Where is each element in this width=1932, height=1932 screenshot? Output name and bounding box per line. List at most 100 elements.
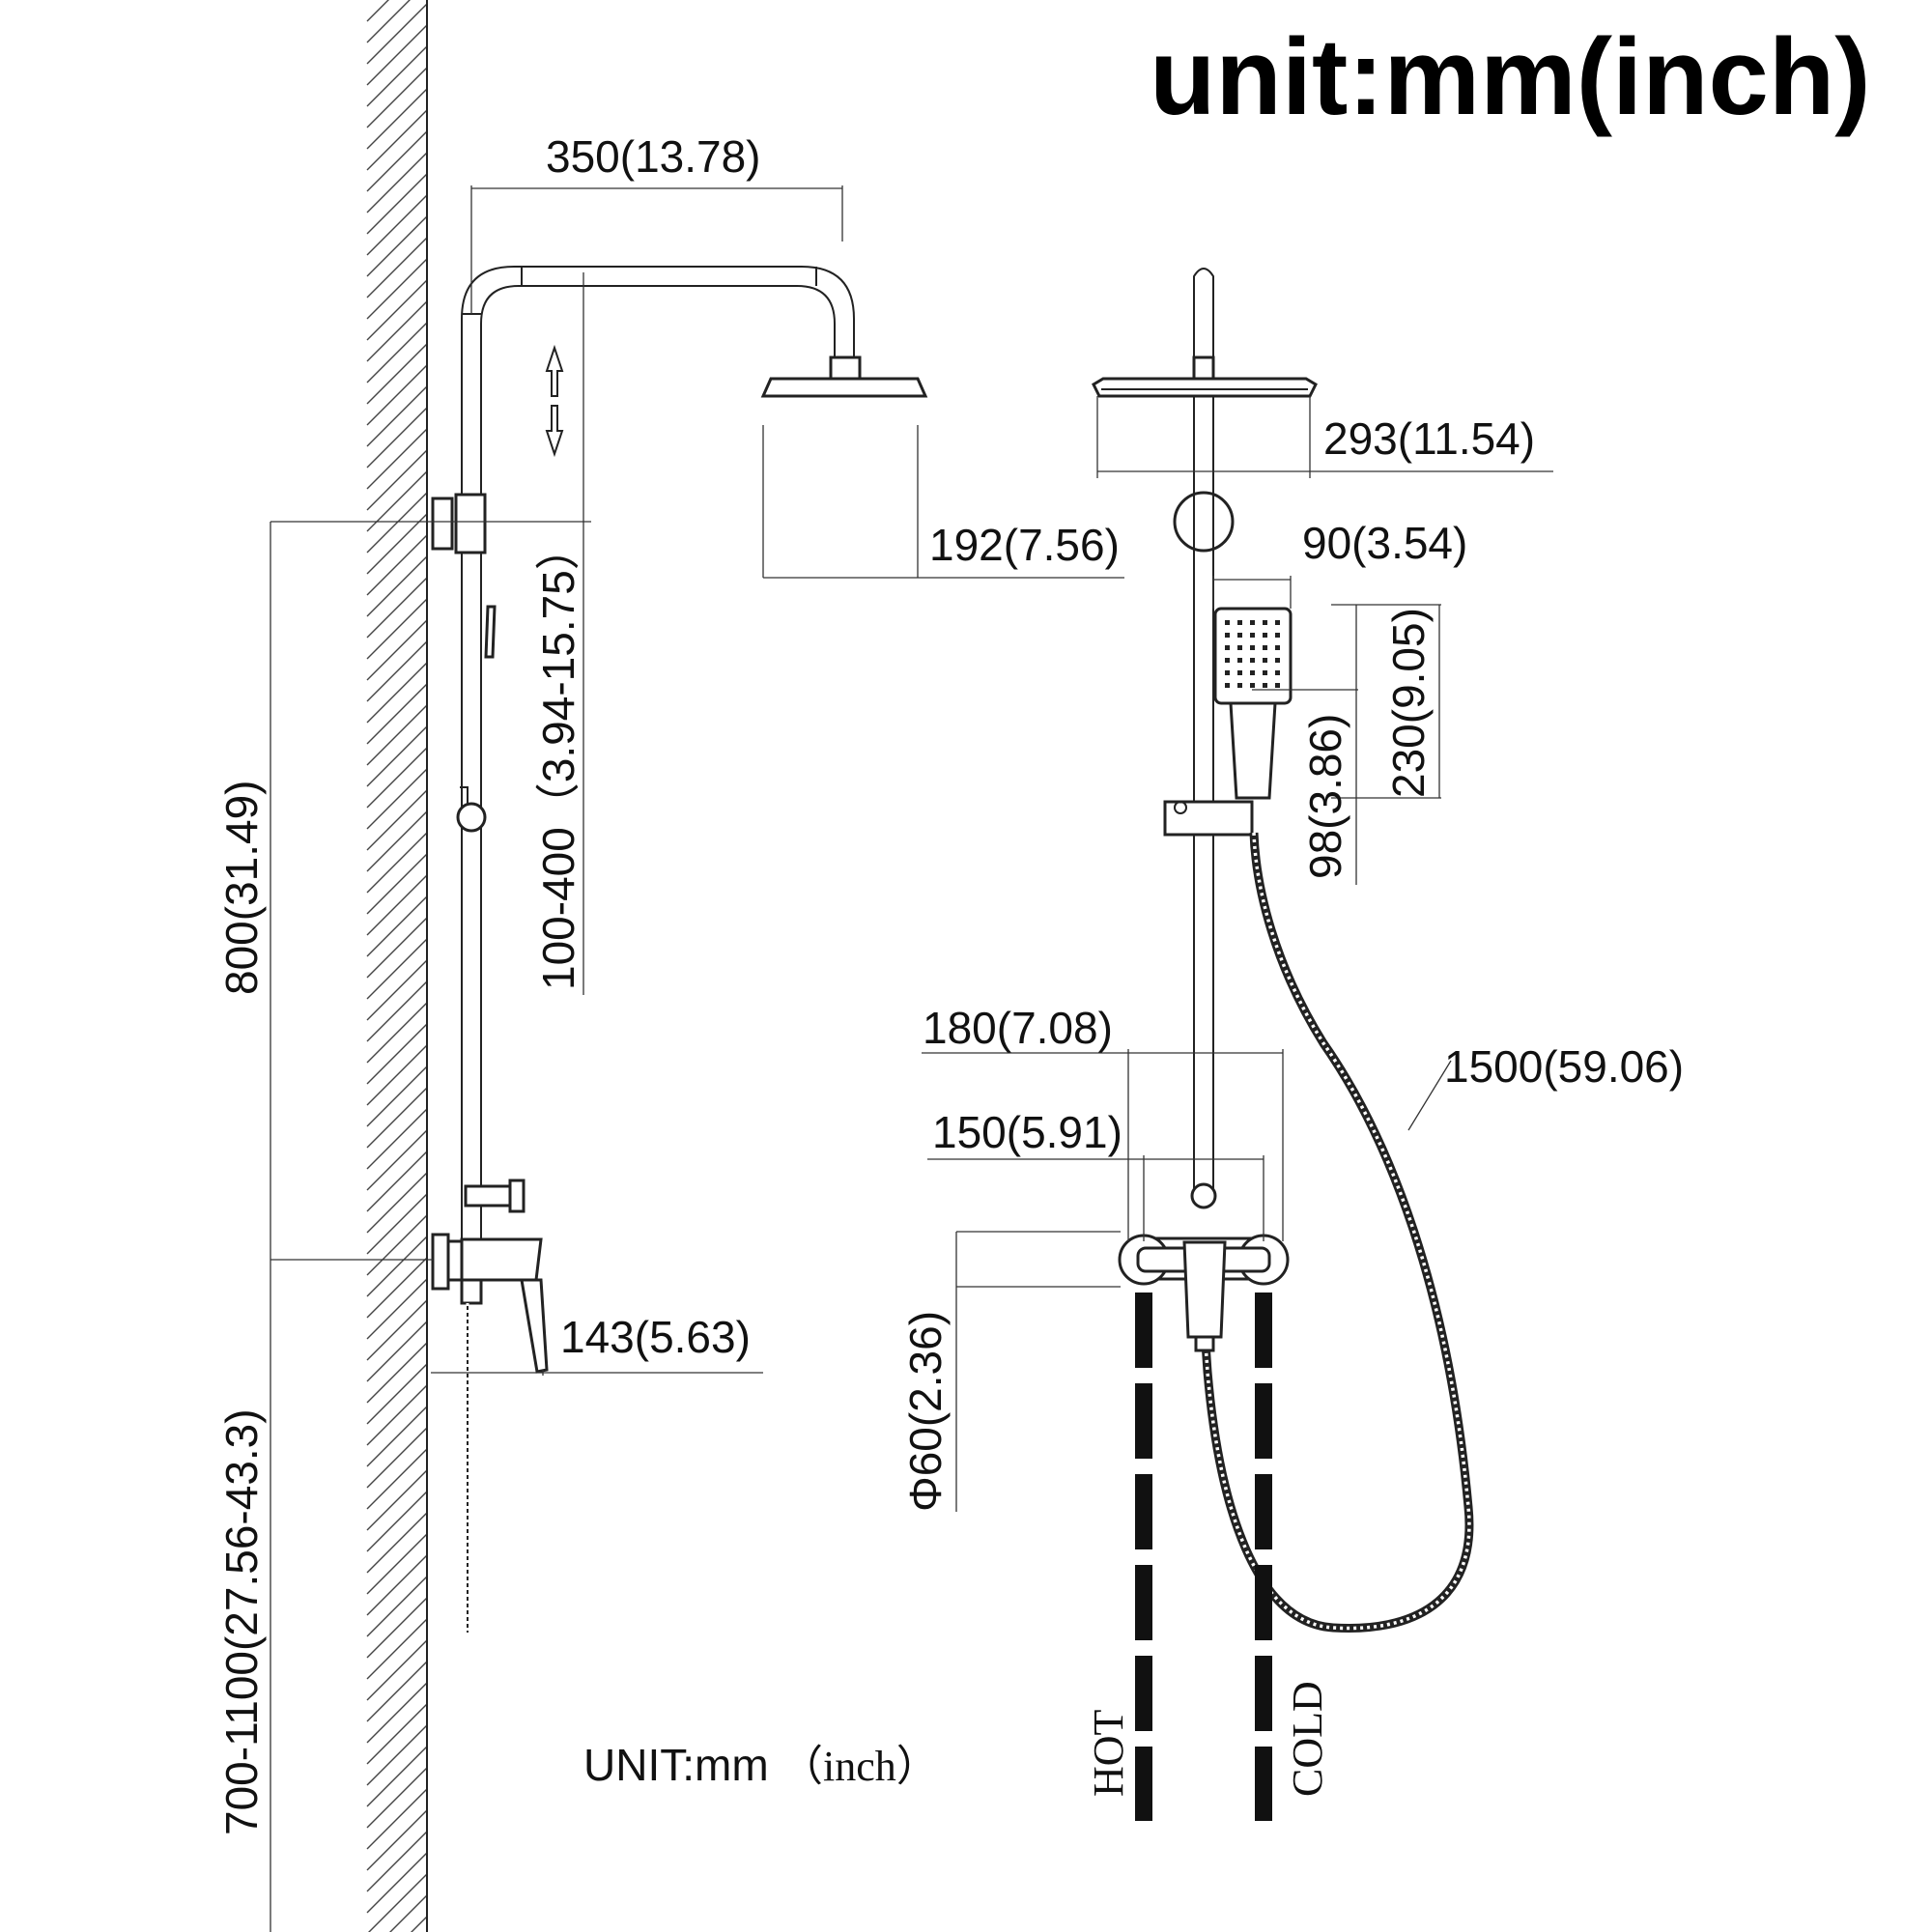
hatch-line: [366, 1661, 428, 1722]
front-head-connector: [1192, 355, 1215, 383]
hatch-line: [366, 555, 428, 617]
hatch-line: [366, 1236, 428, 1297]
unit-note: UNIT:mm: [583, 1740, 769, 1790]
hatch-line: [366, 853, 428, 915]
mixer-nut: [446, 1239, 464, 1282]
hatch-line: [366, 364, 428, 426]
hatch-line: [366, 768, 428, 830]
nozzle: [1250, 683, 1255, 688]
hatch-line: [366, 152, 428, 213]
hatch-line: [366, 1746, 428, 1807]
hatch-line: [366, 1257, 428, 1319]
hatch-line: [389, 1894, 428, 1932]
nozzle: [1275, 670, 1280, 675]
wall-hatching: [366, 0, 428, 1932]
hose-front: [1201, 832, 1474, 1634]
hatch-line: [366, 45, 428, 107]
hot-label: HOT: [1085, 1709, 1132, 1797]
nozzle: [1225, 633, 1230, 638]
hatch-line: [411, 1916, 428, 1932]
riser-top-cap: [1193, 268, 1214, 319]
hatch-line: [366, 683, 428, 745]
hatch-line: [366, 0, 411, 43]
hand-shower-side: [484, 605, 497, 659]
hatch-line: [366, 1852, 428, 1914]
hatch-line: [366, 0, 389, 22]
nozzle: [1225, 620, 1230, 625]
front-rain-head: [1092, 377, 1318, 398]
hatch-line: [366, 747, 428, 809]
front-view: HOT COLD 293(11.54) 192(7.56) 90(3.54) 2…: [762, 268, 1684, 1821]
hatch-line: [366, 959, 428, 1021]
nozzle: [1237, 633, 1242, 638]
nozzle: [1237, 683, 1242, 688]
hatch-line: [366, 109, 428, 171]
hatch-line: [366, 1299, 428, 1361]
hatch-line: [366, 1809, 428, 1871]
hatch-line: [366, 1554, 428, 1616]
nozzle: [1275, 658, 1280, 663]
hatch-line: [366, 130, 428, 192]
hose-connector: [460, 1278, 483, 1305]
nozzle: [1237, 658, 1242, 663]
hatch-line: [366, 577, 428, 639]
hatch-line: [366, 832, 428, 894]
hatch-line: [366, 810, 428, 872]
front-mixer-lever: [1182, 1240, 1227, 1339]
cold-label: COLD: [1284, 1681, 1331, 1797]
unit-title: unit:mm(inch): [1150, 16, 1871, 137]
hatch-line: [366, 258, 428, 320]
hatch-line: [366, 1448, 428, 1510]
dim-holder-to-mixer: 800(31.49): [216, 781, 267, 996]
nozzle: [1225, 658, 1230, 663]
hatch-line: [366, 1108, 428, 1170]
hatch-line: [366, 938, 428, 1000]
nozzle: [1250, 633, 1255, 638]
nozzle: [1225, 670, 1230, 675]
nozzle: [1275, 620, 1280, 625]
wall-bracket-plate: [431, 497, 454, 551]
front-hose-connector: [1194, 1335, 1215, 1352]
slide-holder-knob: [456, 802, 487, 833]
nozzle: [1225, 683, 1230, 688]
hatch-line: [366, 662, 428, 724]
rain-head-connector: [829, 355, 862, 383]
dim-hose-length: 1500(59.06): [1444, 1041, 1684, 1092]
hatch-line: [366, 385, 428, 447]
down-arrow-icon: [545, 405, 564, 458]
nozzle: [1225, 645, 1230, 650]
nozzle: [1275, 683, 1280, 688]
mixer-flange: [431, 1233, 450, 1291]
hatch-line: [366, 1788, 428, 1850]
front-wall-bracket: [1173, 491, 1235, 553]
hatch-line: [366, 1278, 428, 1340]
hatch-line: [366, 1724, 428, 1786]
hatch-line: [366, 449, 428, 511]
nozzle: [1263, 645, 1267, 650]
hatch-line: [366, 1427, 428, 1489]
mixer-body: [460, 1237, 543, 1282]
hatch-line: [366, 1576, 428, 1637]
hatch-line: [366, 917, 428, 979]
nozzle: [1263, 633, 1267, 638]
hatch-line: [366, 704, 428, 766]
hatch-line: [366, 1321, 428, 1382]
hatch-line: [366, 1469, 428, 1531]
hatch-line: [366, 279, 428, 341]
nozzle: [1237, 620, 1242, 625]
nozzle: [1250, 645, 1255, 650]
hatch-line: [366, 1044, 428, 1106]
hatch-line: [366, 1597, 428, 1659]
hatch-line: [366, 895, 428, 957]
hatch-line: [366, 619, 428, 681]
hatch-line: [366, 1831, 428, 1892]
slide-holder-hook: [460, 786, 469, 806]
hatch-line: [366, 1214, 428, 1276]
hatch-line: [366, 3, 428, 65]
diverter-outlet: [508, 1179, 526, 1213]
hatch-line: [366, 1533, 428, 1595]
hatch-line: [366, 237, 428, 298]
nozzle-grid: [1225, 620, 1280, 688]
hand-shower-handle: [1229, 701, 1277, 800]
